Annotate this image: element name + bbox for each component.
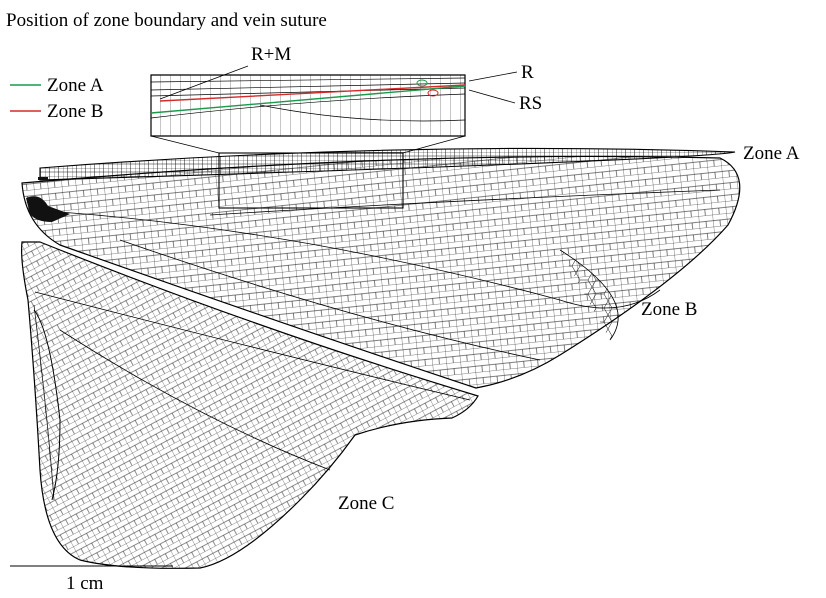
legend-label-zone-b: Zone B <box>47 101 103 122</box>
label-r: R <box>521 62 534 83</box>
inset-detail <box>151 75 465 153</box>
figure-title: Position of zone boundary and vein sutur… <box>6 10 327 31</box>
label-rs: RS <box>519 93 542 114</box>
zone-a-label: Zone A <box>743 143 800 164</box>
scale-bar-label: 1 cm <box>66 573 104 594</box>
legend-label-zone-a: Zone A <box>47 75 104 96</box>
legend: Zone A Zone B <box>10 75 104 122</box>
zone-b-label: Zone B <box>641 299 697 320</box>
scale-bar: 1 cm <box>10 566 173 594</box>
label-r-plus-m: R+M <box>251 44 291 65</box>
zone-c-label: Zone C <box>338 493 394 514</box>
